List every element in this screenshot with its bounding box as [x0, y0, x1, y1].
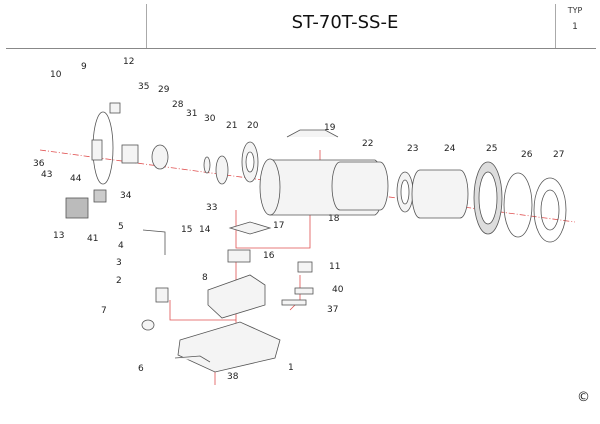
- part-label: 27: [553, 150, 564, 160]
- part-number-labels: 10 9 12 35 29 28 31 30 21 20 19 22 23 24…: [33, 57, 564, 382]
- part-label: 9: [81, 62, 87, 72]
- part-label: 25: [486, 144, 497, 154]
- part-label: 33: [206, 203, 217, 213]
- title-block: [6, 0, 596, 49]
- part-label: 15: [181, 225, 192, 235]
- drawing-title: ST-70T-SS-E: [291, 12, 399, 33]
- part-label: 18: [328, 214, 340, 224]
- part-label: 7: [101, 306, 107, 316]
- part-label: 34: [120, 191, 132, 201]
- part-label: 43: [41, 170, 52, 180]
- part-label: 29: [158, 85, 170, 95]
- part-label: 30: [204, 114, 216, 124]
- parts-drawing: [65, 102, 567, 373]
- part-label: 19: [324, 123, 336, 133]
- part-label: 22: [362, 139, 373, 149]
- part-label: 8: [202, 273, 208, 283]
- part-label: 21: [226, 121, 237, 131]
- part-label: 31: [186, 109, 197, 119]
- part-label: 40: [332, 285, 344, 295]
- part-label: 26: [521, 150, 533, 160]
- divider: [555, 4, 556, 48]
- divider: [146, 4, 147, 48]
- part-label: 28: [172, 100, 184, 110]
- part-label: 38: [227, 372, 239, 382]
- part-label: 17: [273, 221, 284, 231]
- part-label: 3: [116, 258, 122, 268]
- type-value: 1: [572, 22, 578, 32]
- part-label: 1: [288, 363, 294, 373]
- part-label: 41: [87, 234, 98, 244]
- part-label: 14: [199, 225, 211, 235]
- part-label: 12: [123, 57, 134, 67]
- part-label: 23: [407, 144, 418, 154]
- part-label: 20: [247, 121, 259, 131]
- type-label: TYP: [567, 6, 583, 15]
- copyright-symbol: ©: [577, 390, 590, 405]
- part-label: 36: [33, 159, 45, 169]
- part-label: 16: [263, 251, 275, 261]
- part-label: 35: [138, 82, 149, 92]
- part-label: 24: [444, 144, 456, 154]
- part-label: 11: [329, 262, 340, 272]
- part-label: 4: [118, 241, 124, 251]
- part-label: 6: [138, 364, 144, 374]
- part-label: 2: [116, 276, 122, 286]
- part-label: 10: [50, 70, 62, 80]
- part-label: 5: [118, 222, 124, 232]
- part-label: 44: [70, 174, 82, 184]
- part-label: 13: [53, 231, 64, 241]
- part-label: 37: [327, 305, 338, 315]
